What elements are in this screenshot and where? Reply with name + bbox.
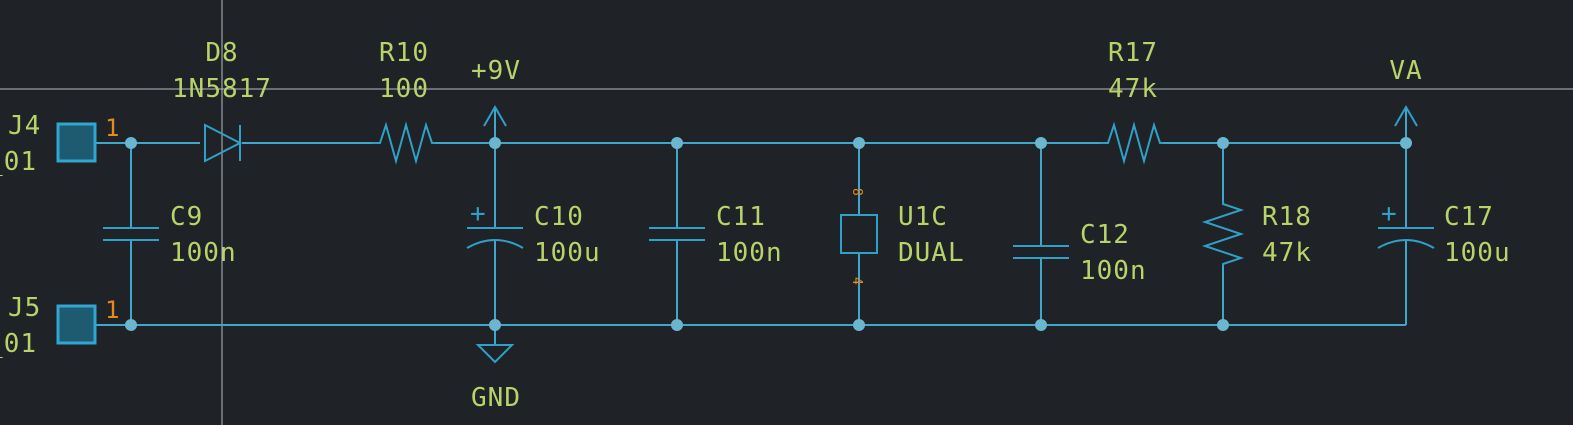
r10-ref: R10	[379, 38, 429, 68]
c9-ref: C9	[170, 202, 203, 232]
junction	[1217, 137, 1229, 149]
pin-number: 1	[105, 114, 119, 142]
c17-value: 100u	[1444, 238, 1511, 268]
diode-triangle	[204, 123, 243, 163]
resistor-r10[interactable]	[372, 121, 436, 165]
c9-value: 100n	[170, 238, 237, 268]
r10-value: 100	[379, 74, 429, 104]
u1c-ref: U1C	[898, 202, 948, 232]
r18-value: 47k	[1262, 238, 1312, 268]
c11-value: 100n	[716, 238, 783, 268]
c10-ref: C10	[534, 202, 584, 232]
resistor-r17[interactable]	[1100, 121, 1164, 165]
junction	[125, 137, 137, 149]
capacitor-c12[interactable]	[1013, 245, 1069, 259]
r17-ref: R17	[1108, 38, 1158, 68]
junction	[1400, 137, 1412, 149]
c17-ref: C17	[1444, 202, 1494, 232]
junction	[125, 319, 137, 331]
connector-ref: J4	[8, 111, 41, 141]
power-flag-9v[interactable]	[483, 105, 507, 127]
polarity-mark: +	[1381, 199, 1398, 229]
c12-value: 100n	[1080, 256, 1147, 286]
c10-value: 100u	[534, 238, 601, 268]
d8-value: 1N5817	[172, 74, 272, 104]
capacitor-c17[interactable]	[1377, 227, 1435, 249]
arrow-icon[interactable]	[1394, 105, 1418, 127]
ground-icon[interactable]	[475, 344, 515, 364]
polarity-mark: +	[470, 199, 487, 229]
c12-ref: C12	[1080, 220, 1130, 250]
capacitor-c9[interactable]	[103, 227, 159, 241]
u1c-pin-top: 8	[849, 188, 864, 196]
capacitor-c10[interactable]	[466, 227, 524, 249]
junction	[489, 137, 501, 149]
u1c-value: DUAL	[898, 238, 965, 268]
connector-pad[interactable]	[56, 122, 97, 163]
pin-number: 1	[105, 296, 119, 324]
opamp-u1c[interactable]	[840, 214, 878, 254]
junction	[1035, 319, 1047, 331]
connector-value: CONN_01	[0, 329, 37, 359]
junction	[489, 319, 501, 331]
d8-ref: D8	[205, 38, 238, 68]
connector-value: CONN_01	[0, 147, 37, 177]
arrow-icon	[483, 105, 507, 127]
c11-ref: C11	[716, 202, 766, 232]
u1c-pin-bottom: 4	[849, 277, 864, 285]
junction	[1217, 319, 1229, 331]
connector-pad[interactable]	[56, 304, 97, 345]
connector-ref: J5	[8, 293, 41, 323]
junction	[671, 137, 683, 149]
diode-d8[interactable]	[204, 123, 243, 163]
connector-j5[interactable]: 1 J5 CONN_01	[0, 293, 119, 359]
power-label-9v: +9V	[471, 56, 521, 86]
connector-j4[interactable]: 1 J4 CONN_01	[0, 111, 119, 177]
capacitor-c11[interactable]	[649, 227, 705, 241]
power-label-va: VA	[1389, 56, 1422, 86]
junction	[671, 319, 683, 331]
junctions	[125, 137, 1412, 331]
r17-value: 47k	[1108, 74, 1158, 104]
r18-ref: R18	[1262, 202, 1312, 232]
resistor-r18[interactable]	[1201, 200, 1245, 266]
junction	[1035, 137, 1047, 149]
power-label-gnd: GND	[471, 383, 521, 413]
junction	[853, 137, 865, 149]
junction	[853, 319, 865, 331]
